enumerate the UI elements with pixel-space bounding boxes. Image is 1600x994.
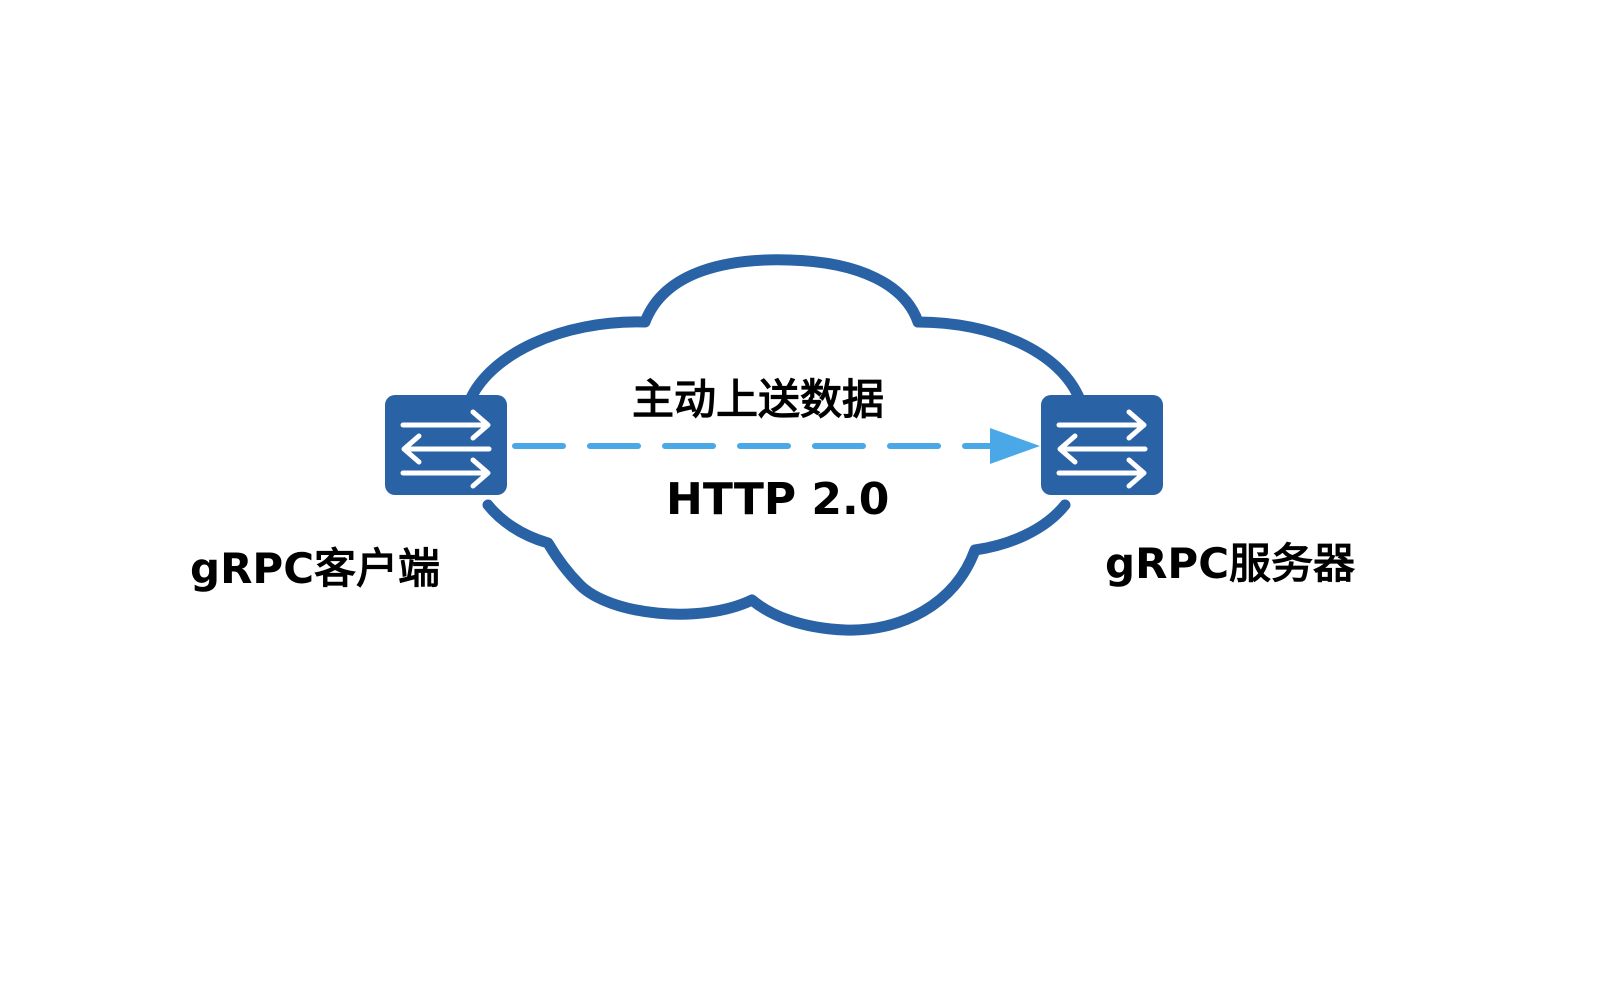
protocol-label: HTTP 2.0 bbox=[666, 474, 890, 525]
data-flow-arrow bbox=[512, 428, 1040, 464]
server-node-label: gRPC服务器 bbox=[1105, 539, 1356, 588]
flow-description-label: 主动上送数据 bbox=[632, 375, 885, 424]
network-cloud bbox=[464, 254, 1086, 636]
server-switch-icon bbox=[1041, 395, 1163, 495]
client-switch-icon bbox=[385, 395, 507, 495]
arrowhead-icon bbox=[990, 428, 1040, 464]
cloud-outline bbox=[464, 254, 1086, 636]
client-node-label: gRPC客户端 bbox=[190, 544, 441, 593]
